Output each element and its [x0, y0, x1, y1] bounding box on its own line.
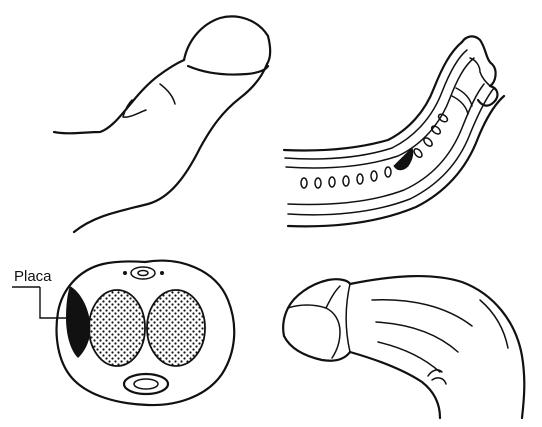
corpus-cavernosum-right: [147, 290, 205, 366]
corpus-spongiosum: [124, 374, 168, 394]
panel-external-curved-view: [54, 16, 270, 232]
corpus-cavernosum-left: [89, 290, 145, 366]
plaque-transverse: [66, 286, 90, 358]
plaque-label: Placa: [14, 268, 52, 285]
panel-transverse-section: Placa: [12, 261, 234, 405]
panel-longitudinal-section: [284, 36, 504, 226]
plaque-longitudinal: [394, 148, 413, 170]
panel-external-lateral-view: [283, 276, 524, 418]
